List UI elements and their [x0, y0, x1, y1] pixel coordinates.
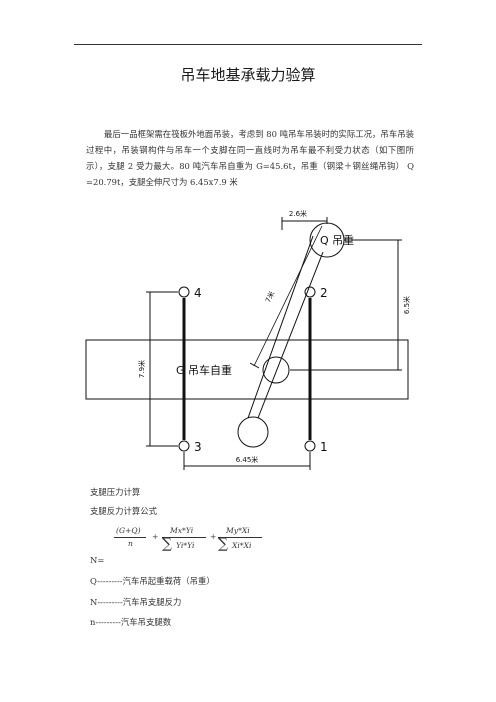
section-leg-pressure: 支腿压力计算 [90, 487, 141, 497]
dim-bottom-label: 6.45米 [236, 455, 259, 464]
crane-body [85, 339, 409, 400]
dim-diag-line [253, 225, 323, 367]
boom-line-left [247, 235, 314, 419]
term2-bar [162, 537, 206, 538]
dim-right-label: 6.5米 [402, 296, 411, 314]
center-g-circle [262, 356, 290, 384]
dim-diag-tick-bottom [249, 362, 260, 369]
formula-block: (G+Q) n + Mx*Yi ∑ Yi*Yi + My*Xi ∑ Xi*Xi [112, 523, 272, 563]
counterweight-circle [237, 416, 269, 448]
leg-4-label: 4 [194, 286, 202, 300]
boom-line-right [257, 251, 324, 419]
term3-sigma: ∑ [218, 536, 228, 552]
term1-numerator: (G+Q) [116, 526, 141, 535]
term2-numerator: Mx*Yi [170, 526, 194, 535]
page-title: 吊车地基承载力验算 [180, 66, 316, 84]
plus-2: + [210, 532, 217, 541]
leg-1-circle [304, 440, 316, 452]
intro-paragraph: 最后一品框架需在筏板外地面吊装，考虑到 80 吨吊车吊装时的实际工况，吊车吊装过… [86, 129, 414, 187]
load-q-label: Q 吊重 [320, 233, 354, 247]
formula-lhs: N= [90, 555, 105, 565]
leg-2-circle [304, 286, 316, 298]
definition-q: Q---------汽车吊起重载荷（吊重） [90, 576, 215, 586]
leg-3-circle [178, 440, 190, 452]
leg-2-label: 2 [320, 286, 328, 300]
term3-numerator: My*Xi [226, 526, 250, 535]
section-formula-title: 支腿反力计算公式 [90, 506, 157, 516]
term3-bar [218, 537, 262, 538]
top-rule [74, 44, 422, 45]
dim-top-label: 2.6米 [289, 209, 307, 218]
leg-1-label: 1 [320, 440, 328, 454]
term2-denominator: Yi*Yi [176, 541, 195, 550]
term1-bar [114, 537, 146, 538]
center-g-label: G 吊车自重 [176, 363, 232, 377]
dim-left-label: 7.9米 [137, 360, 146, 378]
definition-n-legs: n---------汽车吊支腿数 [90, 617, 172, 627]
term3-denominator: Xi*Xi [232, 541, 252, 550]
leg-4-circle [178, 286, 190, 298]
plus-1: + [152, 532, 159, 541]
leg-3-label: 3 [194, 440, 202, 454]
definition-n: N---------汽车吊支腿反力 [90, 597, 182, 607]
term2-sigma: ∑ [162, 536, 172, 552]
dim-diag-label: 7米 [263, 290, 276, 304]
term1-denominator: n [128, 539, 133, 548]
